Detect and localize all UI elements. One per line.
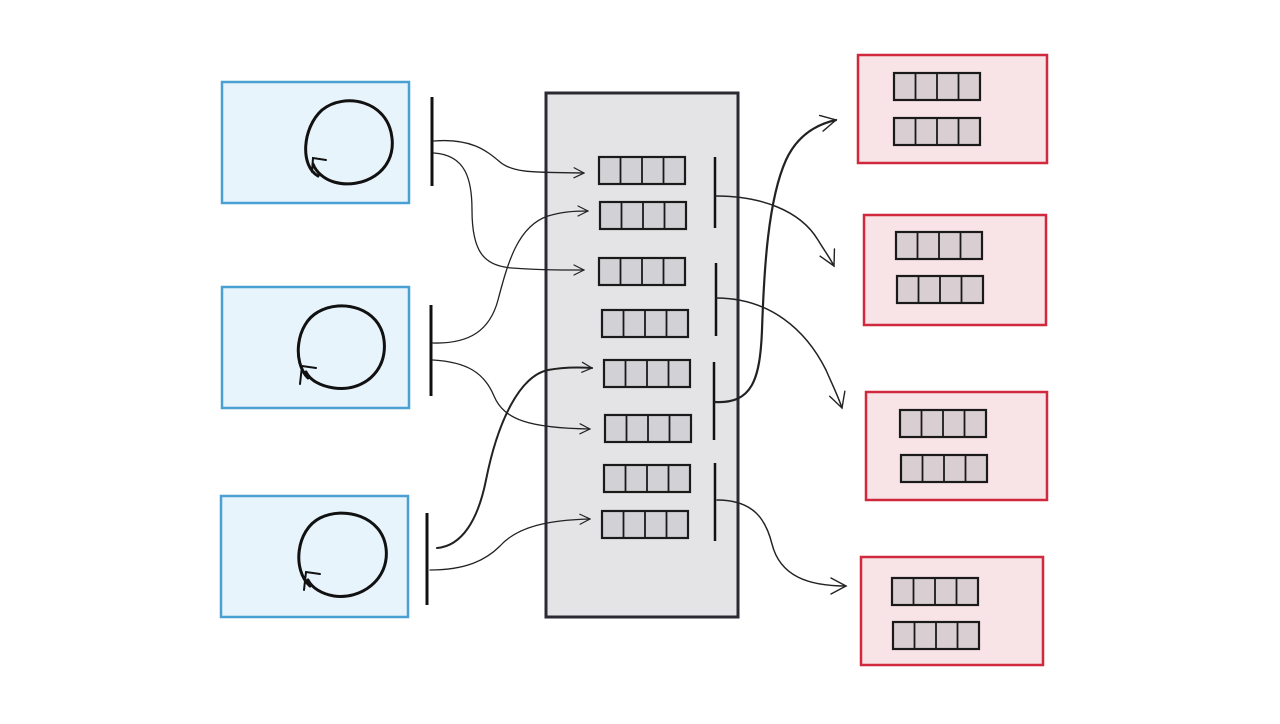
queue-message	[597, 155, 687, 186]
consumer-box-3	[864, 390, 1049, 502]
producer-box-2	[220, 285, 433, 410]
queue-message	[600, 509, 690, 540]
consumer-message	[895, 274, 985, 305]
arrow-p3-m5	[436, 367, 592, 549]
consumer-message	[890, 576, 980, 607]
arrow-p3-m8	[429, 519, 590, 571]
arrow-p1-m1	[433, 139, 584, 173]
queue-message	[602, 358, 692, 389]
producers-group	[219, 80, 434, 619]
loop-icon	[304, 99, 394, 186]
queue-dispatch-bars	[712, 157, 718, 541]
queue-message	[602, 463, 692, 494]
consumer-message	[891, 620, 981, 651]
consumers-group	[856, 53, 1049, 667]
arrow-p1-m3	[433, 152, 584, 270]
producer-box-1	[220, 80, 434, 205]
consumer-messages-group	[890, 71, 989, 651]
queue-message	[600, 308, 690, 339]
producer-to-queue-arrows	[429, 139, 592, 571]
arrow-q-c4	[716, 499, 848, 595]
loop-icon	[297, 511, 388, 598]
queue-message	[598, 200, 688, 231]
consumer-message	[899, 453, 989, 484]
arrow-q-c3	[715, 297, 846, 410]
arrow-q-c2	[715, 195, 836, 268]
consumer-message	[898, 408, 988, 439]
consumer-message	[892, 71, 982, 102]
arrow-p2-m6	[432, 359, 590, 429]
producer-box-3	[219, 494, 429, 619]
consumer-box-1	[856, 53, 1049, 165]
queue-messages-group	[597, 155, 693, 540]
arrow-p2-m2	[432, 211, 588, 344]
consumer-message	[892, 116, 982, 147]
loop-icon	[296, 304, 386, 390]
consumer-message	[894, 230, 984, 261]
queue-message	[597, 256, 687, 287]
queue-message	[603, 413, 693, 444]
queue-to-consumer-arrows	[713, 114, 848, 595]
arrow-q-c1	[713, 114, 838, 404]
